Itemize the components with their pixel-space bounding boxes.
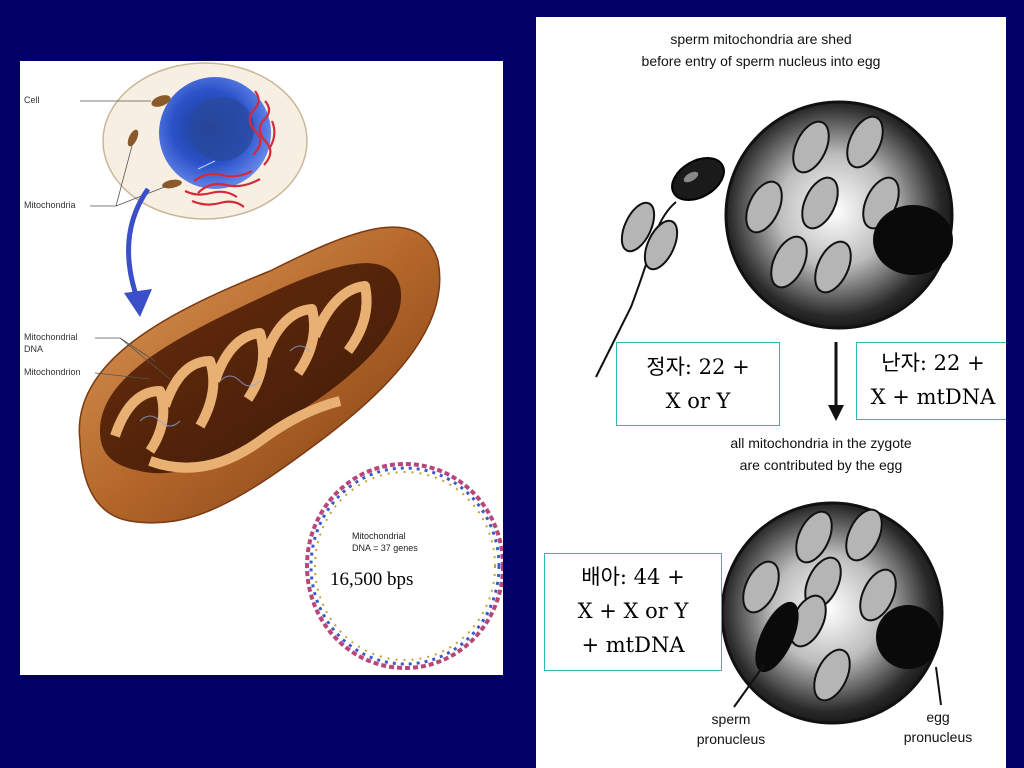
cell-mitochondrion-illustration [78,62,503,670]
egg-pronucleus-line1: egg [926,709,950,725]
egg-mitochondria-top [745,115,900,294]
mid-caption: all mitochondria in the zygote are contr… [641,432,1001,476]
mitochondrion-cutaway [78,226,441,524]
embryo-box-line3: + mtDNA [581,633,685,657]
mitochondrion-label: Mitochondrion [24,367,81,377]
sperm-pronucleus-label: sperm pronucleus [681,709,781,749]
top-caption-line1: sperm mitochondria are shed [670,31,852,47]
mtdna-caption-line2: DNA = 37 genes [352,543,418,553]
sperm-pronucleus-shape [755,601,799,673]
sperm-pronucleus-line2: pronucleus [696,731,766,747]
egg-before-fertilization [724,100,954,330]
egg-box-line2: X + mtDNA [870,385,996,409]
zygote-mitochondria [742,508,897,702]
sperm-tail [595,201,677,378]
endoplasmic-reticulum [184,90,276,208]
mid-caption-line2: are contributed by the egg [739,457,903,473]
mtdna-loop [305,462,503,670]
sperm-head [671,157,725,201]
mito-dna-label-line2: DNA [24,344,44,354]
sperm-box-line1: 정자: 22 + [646,355,750,379]
right-diagram-panel: sperm mitochondria are shed before entry… [536,17,1006,768]
top-caption-line2: before entry of sperm nucleus into egg [641,53,881,69]
zoom-arrow [124,187,152,317]
cell-mitochondrion-2 [127,129,139,147]
cristae [110,281,372,473]
cell-mitochondrion-1 [151,95,171,107]
top-caption: sperm mitochondria are shed before entry… [571,28,951,72]
cell-drawing [80,62,308,220]
egg-box-line1: 난자: 22 + [881,351,985,375]
cell-label: Cell [24,95,40,105]
left-diagram-panel: Cell Mitochondria Mitochondrial DNA Mito… [20,61,503,675]
sperm-chromosome-box: 정자: 22 + X or Y [616,342,780,426]
egg-pronucleus-shape [876,605,940,669]
embryo-box-line1: 배아: 44 + [581,565,685,589]
fertilization-illustration [595,100,954,725]
down-arrow [828,342,844,421]
mito-dna-label-line1: Mitochondrial [24,332,78,342]
mid-caption-line1: all mitochondria in the zygote [730,435,912,451]
cell-mitochondrion-3 [162,179,182,189]
embryo-box-line2: X + X or Y [577,599,689,623]
egg-chromosome-box: 난자: 22 + X + mtDNA [856,342,1006,420]
egg-pronucleus-label: egg pronucleus [888,707,988,747]
mtdna-bps: 16,500 bps [330,569,414,590]
egg-nucleus-top [873,205,953,275]
sperm-pronucleus-line1: sperm [711,711,751,727]
sperm-box-line2: X or Y [665,389,731,413]
egg-pronucleus-line2: pronucleus [903,729,973,745]
zygote [720,501,944,725]
mtdna-caption-line1: Mitochondrial [352,531,406,541]
sperm [595,157,725,378]
mitochondria-label: Mitochondria [24,200,76,210]
embryo-chromosome-box: 배아: 44 + X + X or Y + mtDNA [544,553,722,671]
